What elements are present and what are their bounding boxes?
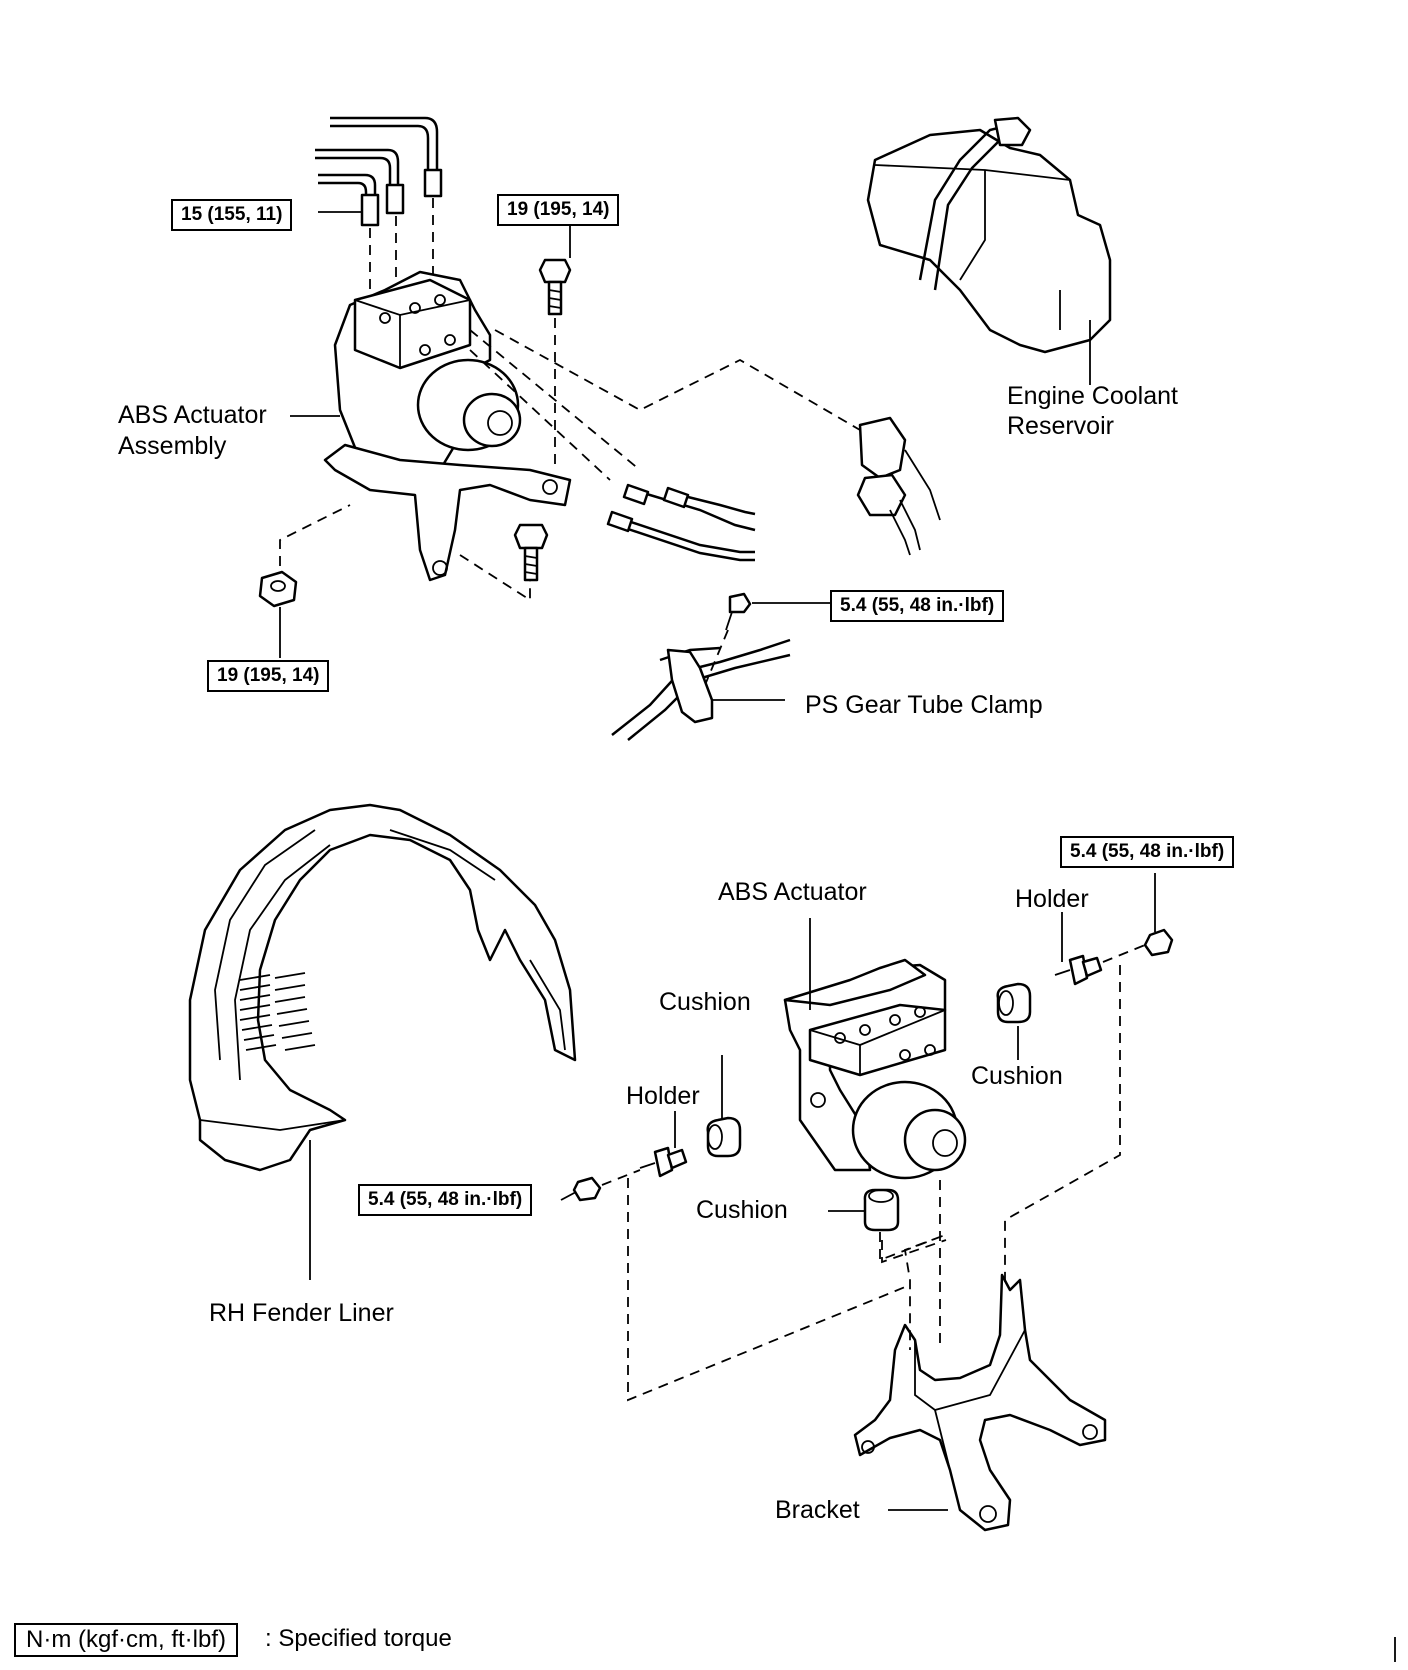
torque-clamp-bolt: 5.4 (55, 48 in.·lbf) bbox=[830, 590, 1005, 622]
legend-torque-unit: N·m (kgf·cm, ft·lbf) bbox=[14, 1623, 238, 1657]
holder-left-drawing bbox=[639, 1146, 688, 1178]
engine-coolant-reservoir-label-line2: Reservoir bbox=[1007, 412, 1114, 440]
legend-torque-meaning: : Specified torque bbox=[265, 1625, 452, 1652]
connector-drawing bbox=[856, 416, 941, 556]
brake-tubes-upper bbox=[315, 116, 443, 227]
brake-tubes-right bbox=[606, 483, 756, 562]
dash-left-holder bbox=[627, 1178, 911, 1402]
cushion-bottom-label: Cushion bbox=[696, 1196, 788, 1224]
ps-gear-tube-clamp-label: PS Gear Tube Clamp bbox=[805, 691, 1043, 719]
torque-holder-nut-left: 5.4 (55, 48 in.·lbf) bbox=[358, 1184, 533, 1216]
abs-actuator-drawing bbox=[783, 958, 967, 1180]
holder-right-label: Holder bbox=[1015, 885, 1089, 913]
holder-right-drawing bbox=[1054, 954, 1103, 986]
holder-left-label: Holder bbox=[626, 1082, 700, 1110]
abs-actuator-label: ABS Actuator bbox=[718, 878, 867, 906]
bracket-drawing bbox=[853, 1273, 1107, 1532]
cushion-left-drawing bbox=[706, 1116, 742, 1158]
cushion-upper-left-label: Cushion bbox=[659, 988, 751, 1016]
cushion-right-label: Cushion bbox=[971, 1062, 1063, 1090]
lower-bolt-drawing bbox=[513, 523, 549, 582]
clamp-bolt-drawing bbox=[725, 592, 752, 631]
torque-holder-nut-right: 5.4 (55, 48 in.·lbf) bbox=[1060, 836, 1235, 868]
cushion-bottom-drawing bbox=[863, 1188, 900, 1232]
bracket-label: Bracket bbox=[775, 1496, 860, 1524]
abs-actuator-assembly-drawing bbox=[323, 270, 572, 582]
engine-coolant-reservoir-drawing bbox=[866, 116, 1112, 354]
abs-actuator-assembly-label-line1: ABS Actuator bbox=[118, 401, 267, 429]
dash-bottom-cushion bbox=[879, 1232, 946, 1350]
ps-gear-tube-drawing bbox=[611, 638, 791, 741]
rh-fender-liner-drawing bbox=[188, 803, 577, 1172]
torque-lower-nut: 19 (195, 14) bbox=[207, 660, 330, 692]
holder-nut-right-drawing bbox=[1143, 928, 1174, 957]
torque-brake-tube: 15 (155, 11) bbox=[171, 199, 293, 231]
abs-actuator-assembly-label-line2: Assembly bbox=[118, 432, 227, 460]
dash-right-holder bbox=[1004, 965, 1121, 1285]
rh-fender-liner-label: RH Fender Liner bbox=[209, 1299, 394, 1327]
engine-coolant-reservoir-label-line1: Engine Coolant bbox=[1007, 382, 1178, 410]
holder-nut-left-drawing bbox=[572, 1176, 602, 1202]
lower-nut-drawing bbox=[258, 570, 298, 608]
cushion-right-drawing bbox=[996, 982, 1032, 1024]
upper-bolt-drawing bbox=[538, 258, 572, 316]
torque-upper-bolt: 19 (195, 14) bbox=[497, 194, 620, 226]
